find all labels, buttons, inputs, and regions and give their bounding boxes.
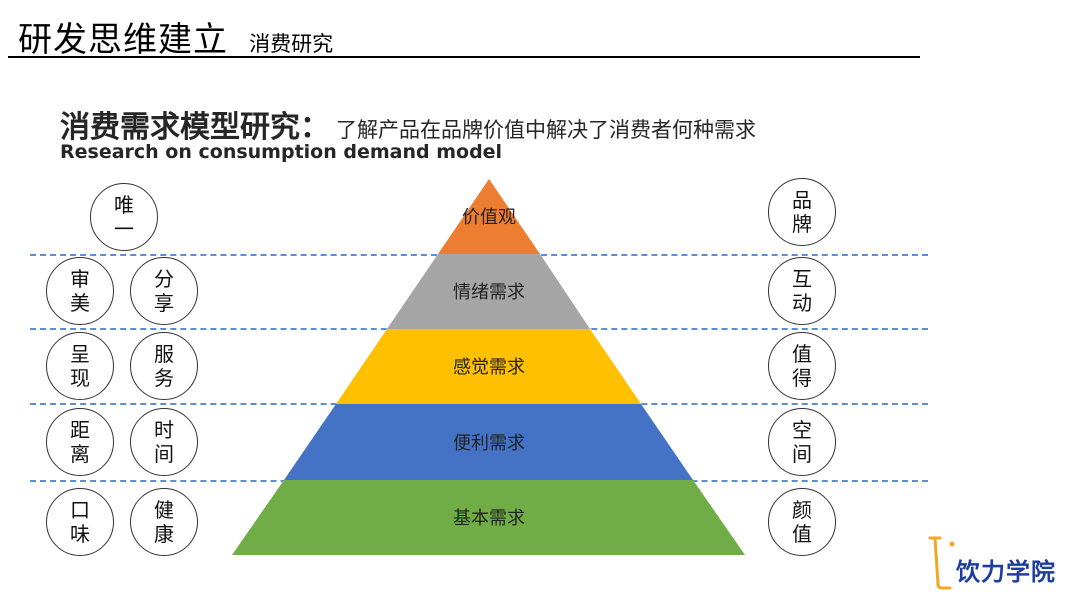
right-circle-worth: 值得: [768, 332, 836, 400]
left-circle-distance: 距离: [46, 408, 114, 476]
logo-text: 饮力学院: [956, 558, 1056, 586]
cup-icon: [928, 536, 955, 590]
pyramid-label: 感觉需求: [453, 357, 525, 378]
pyramid-label: 便利需求: [453, 433, 525, 454]
left-circle-service: 服务: [130, 332, 198, 400]
right-circle-interaction: 互动: [768, 257, 836, 325]
right-circle-space: 空间: [768, 408, 836, 476]
pyramid-label: 基本需求: [453, 508, 525, 529]
header-divider: [8, 56, 920, 58]
left-circle-unique: 唯一: [90, 183, 158, 251]
left-circle-present: 呈现: [46, 332, 114, 400]
left-circle-aesthetics: 审美: [46, 257, 114, 325]
page-header: 研发思维建立 消费研究: [18, 12, 333, 61]
pyramid-level-sensation: [336, 329, 641, 404]
pyramid-level-basic: [232, 480, 745, 555]
pyramid-label: 价值观: [462, 207, 516, 228]
section-description: 了解产品在品牌价值中解决了消费者何种需求: [336, 118, 756, 142]
left-circle-share: 分享: [130, 257, 198, 325]
pyramid-level-value: [438, 179, 540, 254]
page-subtitle: 消费研究: [249, 32, 334, 56]
page-title: 研发思维建立: [18, 20, 228, 60]
section-english-title: Research on consumption demand model: [60, 141, 503, 163]
pyramid-level-emotion: [387, 254, 590, 329]
left-circle-taste: 口味: [46, 488, 114, 556]
section-title: 消费需求模型研究：: [60, 110, 330, 145]
pyramid-label: 情绪需求: [453, 282, 525, 303]
right-circle-brand: 品牌: [768, 178, 836, 246]
brand-logo: 饮力学院: [926, 534, 1066, 590]
right-circle-appearance: 颜值: [768, 488, 836, 556]
left-circle-health: 健康: [130, 488, 198, 556]
pyramid-level-convenience: [284, 404, 693, 480]
section-title-block: 消费需求模型研究：了解产品在品牌价值中解决了消费者何种需求: [60, 102, 756, 146]
left-circle-time: 时间: [130, 408, 198, 476]
